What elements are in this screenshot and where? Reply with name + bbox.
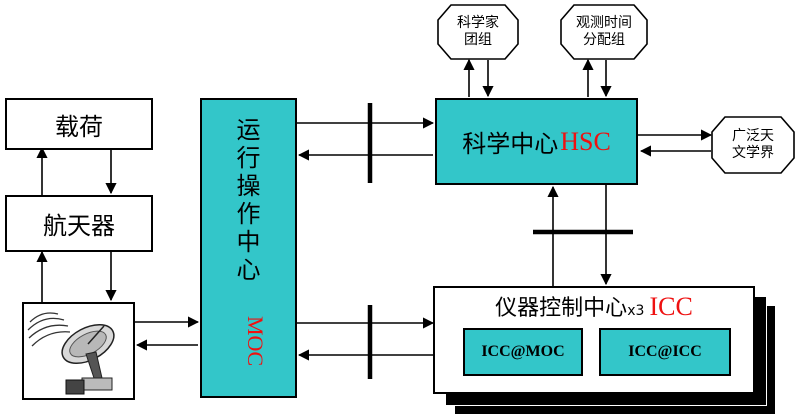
science-team-line2: 团组 — [464, 32, 492, 48]
time-allocation-line1: 观测时间 — [576, 15, 632, 31]
icc-at-moc-box: ICC@MOC — [463, 328, 583, 376]
science-team-node: 科学家 团组 — [437, 4, 519, 60]
time-allocation-node: 观测时间 分配组 — [560, 4, 648, 60]
icc-box: 仪器控制中心x3 ICC ICC@MOC ICC@ICC — [433, 286, 755, 394]
moc-box: 运 行 操 作 中 心 MOC — [200, 98, 297, 398]
icc-label: 仪器控制中心 — [495, 296, 628, 321]
moc-char: 运 — [236, 116, 261, 144]
time-allocation-line2: 分配组 — [583, 32, 625, 48]
payload-box: 载荷 — [5, 98, 153, 150]
moc-char: 操 — [236, 172, 261, 200]
community-line2: 文学界 — [732, 145, 774, 161]
moc-char: 行 — [236, 144, 261, 172]
spacecraft-label: 航天器 — [43, 212, 115, 240]
moc-char: 心 — [236, 256, 261, 284]
science-team-line1: 科学家 — [457, 15, 499, 31]
icc-at-moc-label: ICC@MOC — [481, 343, 565, 360]
hsc-acronym: HSC — [560, 126, 611, 156]
ground-station-box — [22, 302, 135, 400]
community-line1: 广泛天 — [732, 128, 774, 144]
icc-acronym: ICC — [649, 292, 693, 321]
moc-char: 中 — [236, 228, 261, 256]
satellite-dish-icon — [27, 312, 115, 395]
astronomy-community-node: 广泛天 文学界 — [711, 116, 795, 174]
icc-at-icc-box: ICC@ICC — [599, 328, 731, 376]
hsc-box: 科学中心 HSC — [435, 98, 638, 185]
payload-label: 载荷 — [55, 112, 103, 141]
icc-at-icc-label: ICC@ICC — [628, 343, 702, 360]
hsc-label: 科学中心 — [462, 130, 559, 158]
moc-char: 作 — [236, 200, 261, 228]
spacecraft-box: 航天器 — [5, 195, 153, 252]
icc-multiplier: x3 — [627, 303, 645, 319]
moc-acronym: MOC — [243, 316, 268, 367]
